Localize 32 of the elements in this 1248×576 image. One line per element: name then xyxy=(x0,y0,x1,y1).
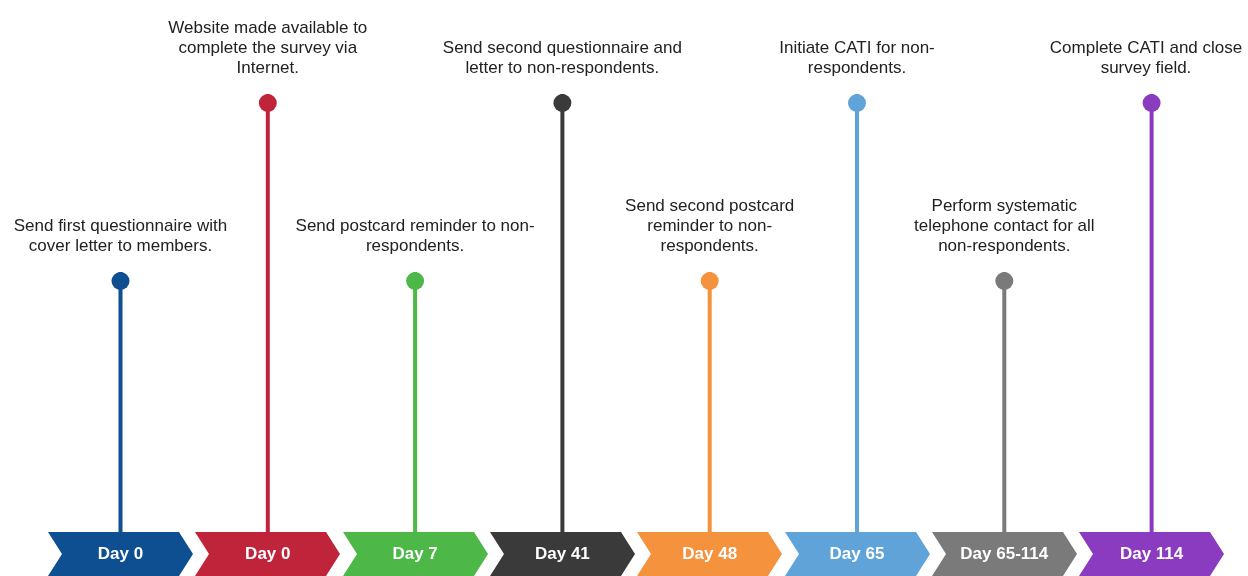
step-description: Send second postcard reminder to non-respondents. xyxy=(599,196,820,272)
day-label: Day 0 xyxy=(96,543,145,565)
timeline-segment xyxy=(48,532,193,576)
pin-line xyxy=(553,94,572,532)
step-description: Complete CATI and close survey field. xyxy=(1046,38,1246,94)
step-description: Website made available to complete the survey via Internet. xyxy=(152,18,383,94)
day-label: Day 7 xyxy=(391,543,439,565)
day-label: Day 65 xyxy=(828,543,886,565)
day-label: Day 41 xyxy=(533,543,591,565)
step-description: Initiate CATI for non-respondents. xyxy=(757,38,957,94)
timeline-segment xyxy=(784,532,930,576)
step-description: Perform systematic telephone contact for all non-respondents. xyxy=(904,196,1105,272)
pin-line xyxy=(406,272,425,532)
timeline-segment xyxy=(931,532,1077,576)
pin-line xyxy=(995,272,1014,532)
step-description: Send second questionnaire and letter to non-respondents. xyxy=(442,38,683,94)
timeline-segment xyxy=(489,532,635,576)
timeline-segment xyxy=(637,532,783,576)
pin-line xyxy=(111,272,130,532)
day-label: Day 114 xyxy=(1118,543,1185,565)
day-label: Day 0 xyxy=(244,543,292,565)
pin-line xyxy=(1142,94,1161,532)
timeline-segment xyxy=(342,532,488,576)
pin-line xyxy=(700,272,719,532)
day-label: Day 65-114 xyxy=(959,543,1050,565)
timeline-segment xyxy=(1079,532,1225,576)
step-description: Send first questionnaire with cover letter to members. xyxy=(5,216,236,272)
pin-line xyxy=(848,94,866,532)
day-label: Day 48 xyxy=(681,543,739,565)
timeline-segment xyxy=(195,532,341,576)
pin-line xyxy=(258,94,277,532)
step-description: Send postcard reminder to non-respondents. xyxy=(295,216,536,272)
